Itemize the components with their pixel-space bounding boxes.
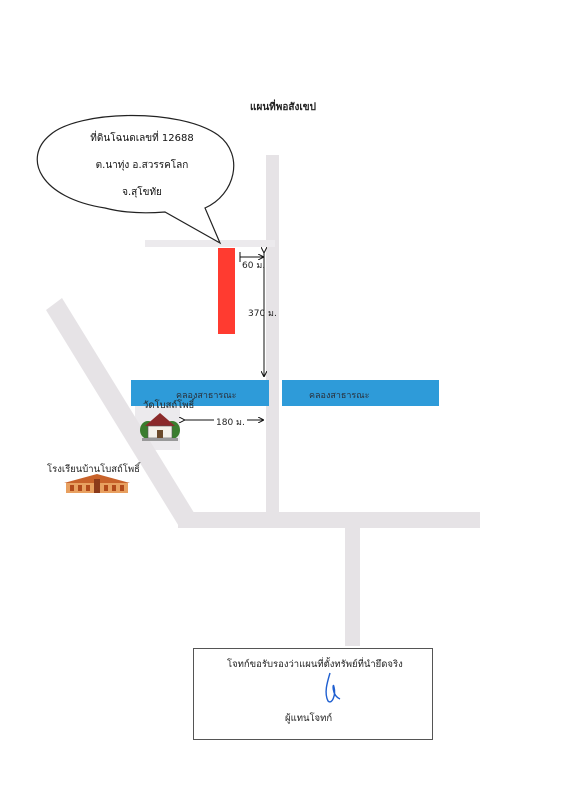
map-title: แผนที่พอสังเขป (250, 102, 316, 113)
canal-label-east: คลองสาธารณะ (309, 391, 370, 401)
certification-statement: โจทก์ขอรับรองว่าแผนที่ตั้งทรัพย์ที่นำยึด… (227, 659, 403, 670)
signer-label: ผู้แทนโจทก์ (285, 713, 333, 724)
dimension-arrow-plot-offset (239, 252, 263, 262)
callout-subdistrict: ต.นาทุ่ง อ.สวรรคโลก (95, 160, 189, 171)
public-canal-west (131, 380, 269, 406)
south-branch-road (345, 528, 360, 646)
canal-label-west: คลองสาธารณะ (176, 391, 237, 401)
callout-title-deed: ที่ดินโฉนดเลขที่ 12688 (90, 133, 194, 144)
temple-icon (140, 413, 180, 441)
speech-bubble (36, 114, 235, 245)
certification-box: โจทก์ขอรับรองว่าแผนที่ตั้งทรัพย์ที่นำยึด… (193, 648, 433, 740)
land-plot (218, 248, 235, 334)
temple-label: วัดโบสถ์โพธิ์ (143, 400, 195, 411)
public-canal-east (282, 380, 439, 406)
school-label: โรงเรียนบ้านโบสถ์โพธิ์ (47, 464, 140, 475)
plot-access-road (145, 240, 275, 247)
label-plot-offset: 60 ม. (242, 261, 266, 271)
signature-mark (325, 672, 341, 703)
label-to-canal: 370 ม. (248, 309, 277, 319)
school-icon (64, 474, 130, 493)
label-temple-distance: 180 ม. (214, 415, 247, 429)
bottom-horizontal-road (178, 512, 480, 528)
callout-province: จ.สุโขทัย (122, 187, 162, 198)
